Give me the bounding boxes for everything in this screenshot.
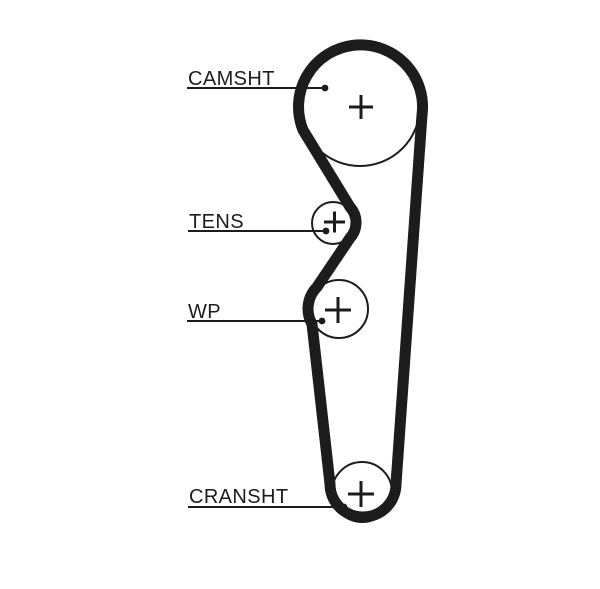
tensioner-leader-dot xyxy=(322,227,330,235)
crankshaft-leader-dot xyxy=(340,503,348,511)
water-pump-label: WP xyxy=(188,301,221,323)
water-pump-callout: WP xyxy=(187,301,326,325)
water-pump-center-mark-icon xyxy=(325,297,351,323)
timing-belt xyxy=(293,39,429,523)
tensioner-label: TENS xyxy=(189,211,244,233)
camshaft-leader-dot xyxy=(321,84,329,92)
tensioner-callout: TENS xyxy=(188,211,330,235)
crankshaft-center-mark-icon xyxy=(348,481,374,507)
camshaft-callout: CAMSHT xyxy=(187,68,329,92)
camshaft-center-mark-icon xyxy=(349,95,373,119)
water-pump-leader-dot xyxy=(318,317,326,325)
crankshaft-label: CRANSHT xyxy=(189,486,288,508)
crankshaft-callout: CRANSHT xyxy=(188,486,348,511)
camshaft-label: CAMSHT xyxy=(188,68,275,90)
tensioner-center-mark-icon xyxy=(324,211,345,233)
